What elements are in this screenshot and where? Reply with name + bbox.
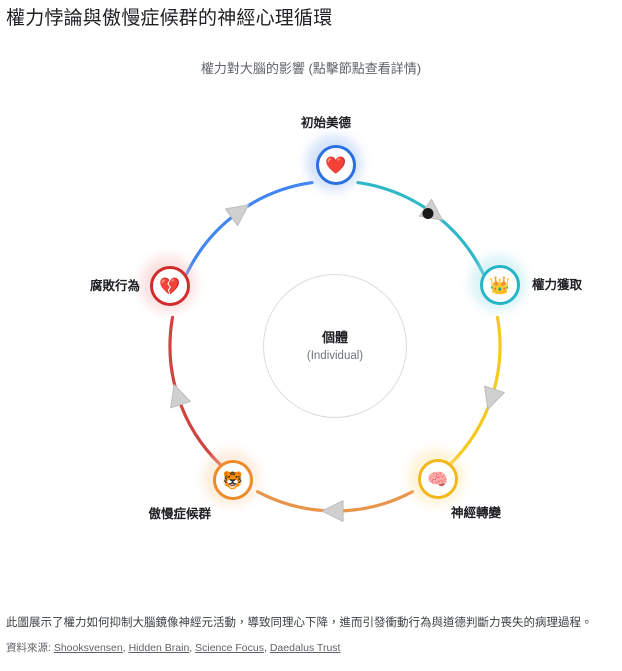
- cycle-edges-svg: [168, 181, 505, 522]
- tiger-face-icon: 🐯: [222, 470, 244, 490]
- brain-icon: 🧠: [427, 469, 449, 489]
- node-circle-neural-change[interactable]: 🧠: [418, 459, 458, 499]
- node-label-hubris-syndrome: 傲慢症候群: [148, 507, 211, 521]
- source-separator: ,: [264, 642, 270, 654]
- footer-sources: 資料來源: Shooksvensen, Hidden Brain, Scienc…: [6, 641, 616, 656]
- cycle-diagram: ❤️ 初始美德 👑 權力獲取 🧠 神經轉變 🐯 傲慢症候群 💔 腐敗行為: [0, 96, 622, 556]
- sources-prefix: 資料來源:: [6, 642, 51, 654]
- center-sublabel: (Individual): [306, 349, 364, 362]
- footer: 此圖展示了權力如何抑制大腦鏡像神經元活動，導致同理心下降，進而引發衝動行為與道德…: [6, 614, 616, 656]
- sources-list: Shooksvensen, Hidden Brain, Science Focu…: [54, 642, 341, 654]
- edge-arrow-corrupt-behaviour-to-initial-virtue: [224, 204, 250, 227]
- chart-subtitle: 權力對大腦的影響 (點擊節點查看詳情): [200, 61, 422, 76]
- broken-heart-icon: 💔: [159, 276, 181, 296]
- source-separator: ,: [122, 642, 129, 654]
- cursor-dot: [422, 208, 434, 220]
- edge-arrow-hubris-syndrome-to-corrupt-behaviour: [170, 384, 191, 409]
- edge-arrow-neural-change-to-hubris-syndrome: [321, 500, 344, 522]
- node-label-corrupt-behaviour: 腐敗行為: [89, 279, 140, 293]
- source-link-shooksvensen[interactable]: Shooksvensen: [53, 642, 123, 654]
- node-label-neural-change: 神經轉變: [451, 506, 502, 520]
- node-circle-initial-virtue[interactable]: ❤️: [316, 145, 356, 185]
- node-label-power-acquisition: 權力獲取: [532, 278, 583, 292]
- node-circle-power-acquisition[interactable]: 👑: [480, 265, 520, 305]
- node-circle-hubris-syndrome[interactable]: 🐯: [213, 460, 253, 500]
- heart-icon: ❤️: [325, 155, 347, 175]
- edge-arrow-power-acquisition-to-neural-change: [484, 385, 505, 410]
- center-node: 個體 (Individual): [263, 274, 407, 418]
- source-link-science-focus[interactable]: Science Focus: [195, 642, 264, 654]
- footer-note: 此圖展示了權力如何抑制大腦鏡像神經元活動，導致同理心下降，進而引發衝動行為與道德…: [6, 617, 593, 629]
- edge-corrupt-behaviour-to-initial-virtue: [185, 181, 314, 276]
- node-label-initial-virtue: 初始美德: [301, 116, 352, 130]
- node-circle-corrupt-behaviour[interactable]: 💔: [150, 266, 190, 306]
- source-link-daedalus-trust[interactable]: Daedalus Trust: [269, 642, 341, 654]
- crown-icon: 👑: [489, 275, 511, 295]
- source-separator: ,: [189, 642, 196, 654]
- source-link-hidden-brain[interactable]: Hidden Brain: [128, 642, 190, 654]
- center-label: 個體: [321, 329, 348, 345]
- edge-initial-virtue-to-power-acquisition: [356, 181, 485, 276]
- page-title: 權力悖論與傲慢症候群的神經心理循環: [6, 8, 333, 29]
